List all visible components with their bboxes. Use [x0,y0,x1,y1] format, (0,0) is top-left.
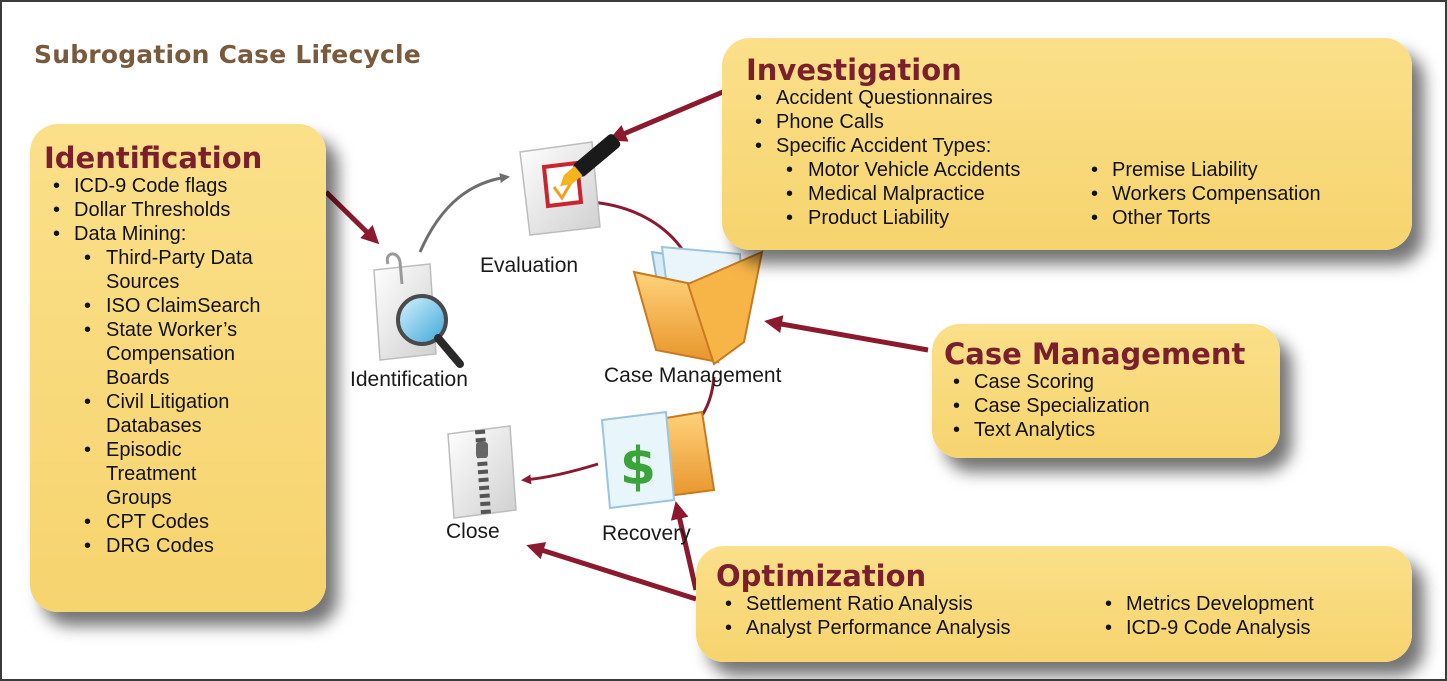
optimization-columns: Settlement Ratio Analysis Analyst Perfor… [716,592,1412,640]
list-item: Accident Questionnaires [746,86,1412,110]
list-item: ISO ClaimSearch [44,294,326,318]
dollar-folder-icon: $ [600,410,716,510]
arrow-optimization-to-close [526,542,697,602]
svg-text:$: $ [620,437,656,497]
case-management-label: Case Management [604,364,782,387]
list-item: Case Specialization [944,394,1280,418]
list-item: Civil Litigation Databases [44,390,276,438]
list-item: ICD-9 Code Analysis [1096,616,1314,640]
optimization-left: Settlement Ratio Analysis Analyst Perfor… [716,592,1096,640]
list-item: Medical Malpractice [746,182,1082,206]
list-item: Premise Liability [1082,158,1321,182]
arrow-investigation-box-to-evaluation [608,83,738,142]
cycle-arrow-identification-to-evaluation [418,173,510,253]
close-label: Close [446,520,500,543]
arrow-case-management-box-to-folder [764,315,929,353]
evaluation-label: Evaluation [480,254,579,277]
list-item: Text Analytics [944,418,1280,442]
arrow-identification-box-to-icon [324,190,380,245]
optimization-right: Metrics Development ICD-9 Code Analysis [1096,592,1314,640]
diagram-title: Subrogation Case Lifecycle [34,40,421,69]
optimization-box: Optimization Settlement Ratio Analysis A… [696,546,1412,662]
checklist-pen-icon [519,134,621,236]
list-item: Metrics Development [1096,592,1314,616]
case-management-box: Case Management Case Scoring Case Specia… [932,324,1280,458]
list-item: Case Scoring [944,370,1280,394]
list-item: Other Torts [1082,206,1321,230]
list-item: Workers Compensation [1082,182,1321,206]
list-item: CPT Codes [44,510,326,534]
cycle-arrow-recovery-to-close [521,462,599,485]
list-item: Motor Vehicle Accidents [746,158,1082,182]
case-management-heading: Case Management [944,337,1246,371]
accident-types-right: Premise Liability Workers Compensation O… [1082,158,1321,230]
identification-box: Identification ICD-9 Code flags Dollar T… [30,124,326,612]
list-item: Product Liability [746,206,1082,230]
case-management-list: Case Scoring Case Specialization Text An… [944,370,1280,442]
list-item: State Worker’s Compensation Boards [44,318,276,390]
list-item: Specific Accident Types: [746,134,1412,158]
accident-types-columns: Motor Vehicle Accidents Medical Malpract… [746,158,1412,230]
list-item: ICD-9 Code flags [44,174,326,198]
investigation-heading: Investigation [746,53,962,87]
optimization-heading: Optimization [716,559,927,593]
arrow-optimization-to-recovery [670,501,699,591]
list-item: Dollar Thresholds [44,198,326,222]
list-item: Phone Calls [746,110,1412,134]
list-item: Analyst Performance Analysis [716,616,1096,640]
identification-label: Identification [350,368,468,391]
list-item: DRG Codes [44,534,326,558]
magnifier-document-icon [373,252,464,368]
list-item: Settlement Ratio Analysis [716,592,1096,616]
investigation-box: Investigation Accident Questionnaires Ph… [722,38,1412,250]
zipper-document-icon [447,425,517,519]
accident-types-left: Motor Vehicle Accidents Medical Malpract… [746,158,1082,230]
recovery-label: Recovery [602,522,691,545]
investigation-list: Accident Questionnaires Phone Calls Spec… [746,86,1412,158]
identification-heading: Identification [44,141,263,175]
list-item: Data Mining: [44,222,326,246]
list-item: Third-Party Data Sources [44,246,276,294]
open-folder-icon [632,245,764,366]
list-item: Episodic Treatment Groups [44,438,226,510]
identification-list: ICD-9 Code flags Dollar Thresholds Data … [44,174,326,558]
